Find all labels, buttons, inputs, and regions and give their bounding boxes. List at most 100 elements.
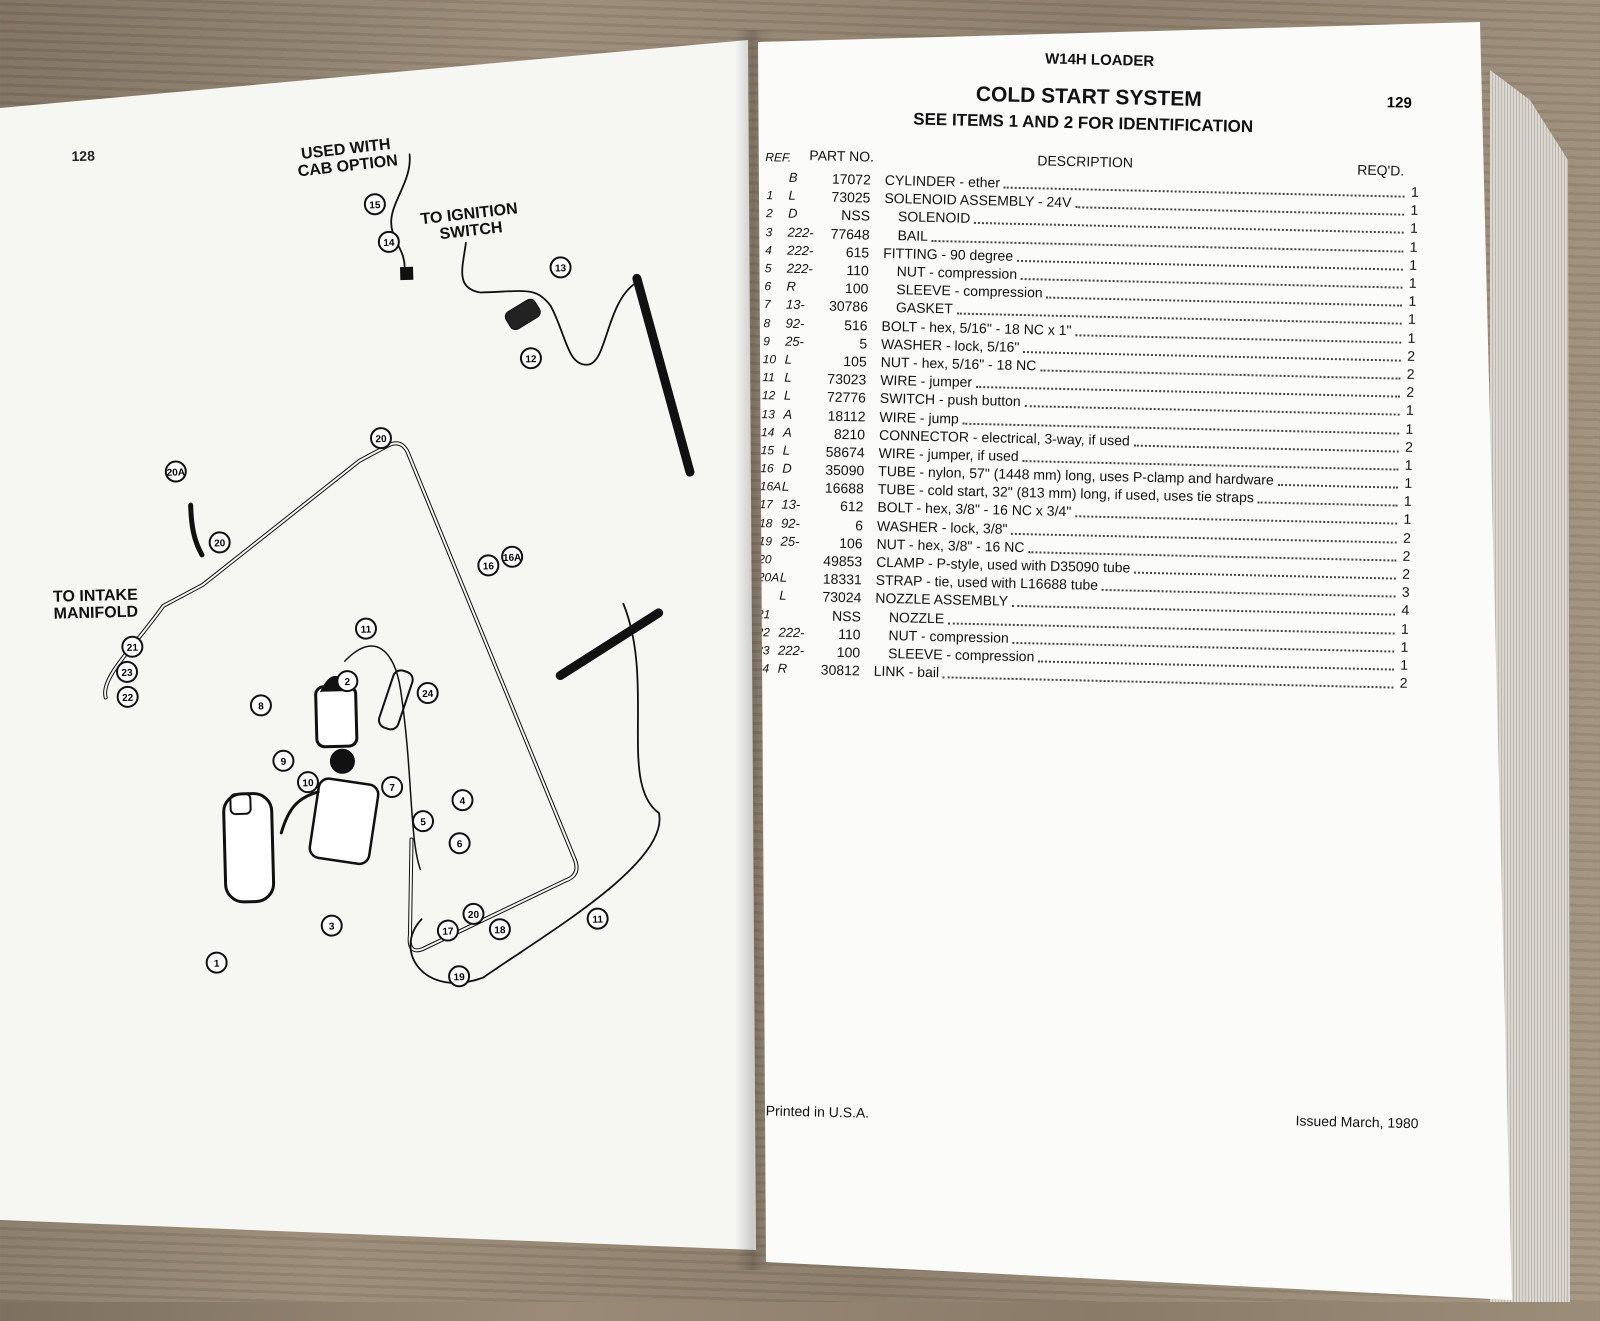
part-description: BAIL [897,226,929,244]
callout-bubble: 12 [519,347,542,370]
quantity-required: 1 [1400,638,1409,655]
part-number: 73023 [827,370,867,388]
callout-bubble: 24 [416,682,439,705]
quantity-required: 3 [1401,583,1410,601]
quantity-required: 2 [1404,438,1414,455]
quantity-required: 1 [1403,511,1412,528]
quantity-required: 1 [1407,329,1416,346]
part-number: 16688 [824,479,865,497]
quantity-required: 1 [1404,474,1413,492]
part-prefix: A [783,406,793,422]
callout-number: 20 [375,434,387,445]
part-prefix: 13- [785,297,805,313]
footer-issued-date: Issued March, 1980 [1295,1112,1419,1132]
callout-number: 16A [503,553,522,564]
quantity-required: 1 [1404,456,1413,473]
callout-number: 24 [422,689,434,700]
callout-number: 19 [453,972,465,983]
callout-bubble: 18 [488,918,511,941]
callout-bubble: 8 [249,694,272,717]
callout-bubble: 22 [116,685,139,708]
callout-bubble: 2 [336,670,359,693]
ether-cylinder [222,792,276,904]
part-prefix [780,551,814,570]
part-prefix: R [777,660,788,676]
part-prefix: L [782,442,791,458]
install-arrow [188,502,205,558]
callout-number: 22 [122,693,134,704]
callout-bubble: 11 [354,617,377,640]
callout-number: 6 [457,839,463,850]
part-number: 615 [845,243,870,261]
ref-number: 13 [761,406,776,421]
part-number: 106 [839,534,863,552]
ref-number: 11 [762,370,775,385]
part-number: 73024 [822,588,862,606]
quantity-required: 1 [1405,420,1414,437]
callout-number: 8 [258,701,264,712]
callout-number: 3 [329,922,335,933]
quantity-required: 2 [1406,365,1415,382]
callout-number: 20A [167,467,186,478]
part-prefix: A [782,424,792,440]
quantity-required: 1 [1409,256,1418,273]
quantity-required: 4 [1401,602,1410,619]
ref-number [767,168,789,187]
ref-number: 12 [761,388,776,403]
quantity-required: 1 [1408,292,1417,310]
callout-number: 14 [383,238,395,249]
ref-number: 19 [758,533,773,549]
callout-bubble: 16A [501,545,524,568]
callout-number: 15 [369,200,381,211]
quantity-required: 2 [1406,383,1415,401]
callout-number: 7 [389,783,395,794]
part-number: 35090 [825,461,865,479]
callout-number: 16 [483,561,495,572]
footer-printed: Printed in U.S.A. [765,1102,870,1121]
part-number: 58674 [825,443,865,461]
callout-bubble: 20A [164,460,187,483]
manual-header: W14H LOADER [1044,50,1155,70]
callout-bubble: 11 [586,907,609,930]
quantity-required: 1 [1409,238,1418,255]
callout-bubble: 10 [296,771,319,794]
part-number: NSS [831,607,862,625]
callout-number: 11 [592,914,603,925]
quantity-required: 2 [1402,529,1412,546]
column-header-ref: REF. [765,150,792,165]
callout-number: 17 [442,926,454,937]
part-prefix: D [787,206,798,222]
part-prefix: 92- [780,515,801,531]
ref-number: 14 [760,424,775,440]
callout-bubble: 15 [363,193,386,216]
quantity-required: 2 [1402,547,1411,564]
callout-number: 12 [525,354,537,365]
callout-bubble: 1 [205,951,228,974]
quantity-required: 1 [1400,620,1409,637]
part-description: CYLINDER - ether [884,171,1001,191]
part-description: LINK - bail [873,662,940,681]
ref-number: 1 [766,188,774,203]
callout-number: 10 [302,778,314,789]
callout-number: 9 [281,757,287,768]
ref-number: 6 [764,279,772,294]
callout-bubble: 19 [448,965,471,988]
callout-bubble: 13 [549,256,572,279]
callout-bubble: 4 [451,789,474,812]
quantity-required: 2 [1399,674,1408,692]
part-number: 100 [844,280,869,297]
wire-11 [409,602,661,984]
callout-bubble: 3 [320,914,343,937]
part-number: 17072 [831,170,872,188]
quantity-required: 1 [1409,220,1419,237]
part-number: NSS [841,207,871,225]
part-prefix: L [788,187,796,204]
ref-number: 5 [764,261,772,276]
part-prefix: R [786,278,796,295]
quantity-required: 1 [1405,402,1414,419]
callout-number: 13 [555,263,567,274]
part-prefix: 92- [785,315,805,331]
quantity-required: 1 [1407,311,1417,328]
part-prefix: L [779,587,787,604]
